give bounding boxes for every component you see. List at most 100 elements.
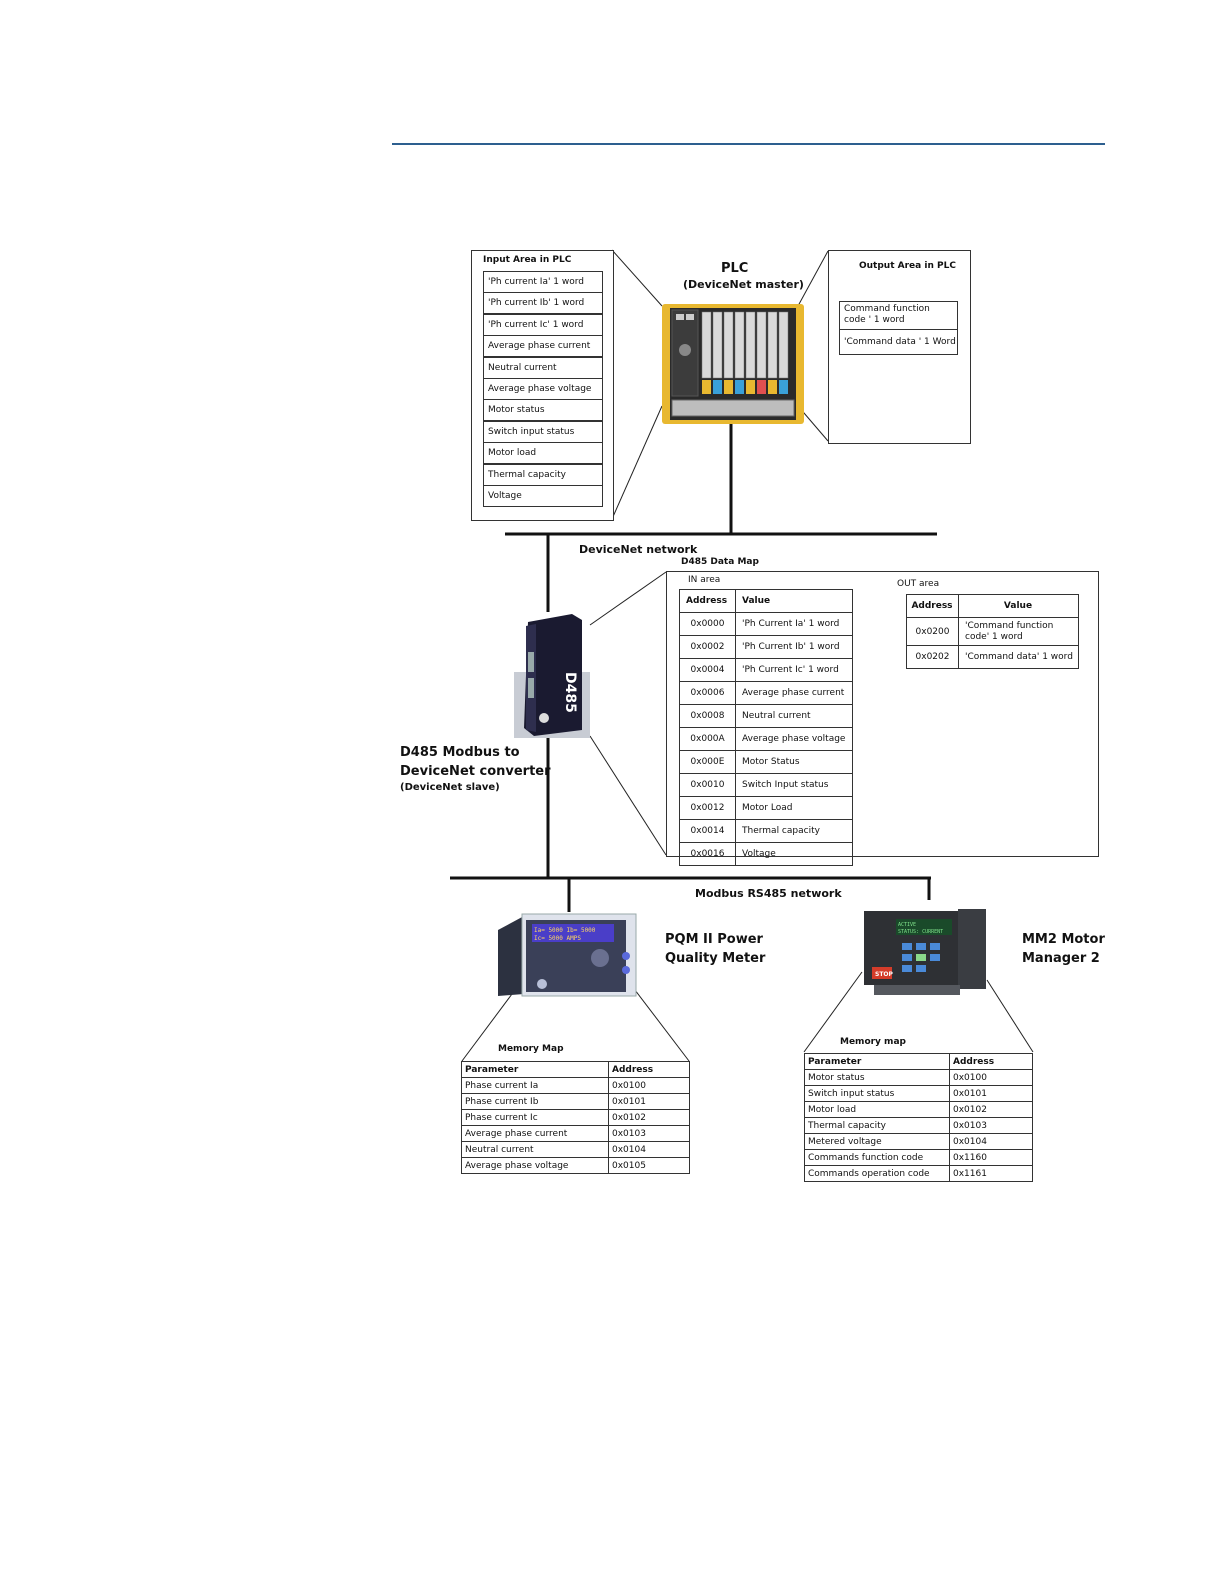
mm2-parameter-cell: Motor load: [804, 1101, 950, 1118]
d485-in-table: Address Value 0x0000'Ph Current Ia' 1 wo…: [679, 589, 853, 866]
mm2-parameter-cell: Switch input status: [804, 1085, 950, 1102]
mm2-device-image: ACTIVE STATUS: CURRENT STOP: [862, 907, 988, 999]
d485-title-line2: DeviceNet converter: [400, 764, 551, 779]
d485-data-map-title: D485 Data Map: [681, 557, 759, 567]
d485-out-header-address: Address: [906, 594, 959, 618]
d485-out-header-value: Value: [958, 594, 1079, 618]
plc-input-row: 'Ph current Ia' 1 word: [483, 271, 603, 293]
d485-in-value: 'Ph Current Ia' 1 word: [735, 612, 853, 636]
pqm-device-image: Ia= 5000 Ib= 5000 Ic= 5000 AMPS: [492, 912, 638, 1000]
d485-in-value: Motor Load: [735, 796, 853, 820]
mm2-address-cell: 0x0102: [949, 1101, 1033, 1118]
plc-subtitle: (DeviceNet master): [683, 278, 804, 291]
plc-input-area-title: Input Area in PLC: [483, 255, 572, 265]
d485-in-address: 0x0002: [679, 635, 736, 659]
mm2-address-cell: 0x1161: [949, 1165, 1033, 1182]
d485-in-address: 0x0016: [679, 842, 736, 866]
d485-in-address: 0x0014: [679, 819, 736, 843]
mm2-address-cell: 0x1160: [949, 1149, 1033, 1166]
plc-title: PLC: [721, 261, 749, 276]
svg-text:Ic= 5000 AMPS: Ic= 5000 AMPS: [534, 935, 581, 942]
mm2-address-cell: 0x0100: [949, 1069, 1033, 1086]
pqm-address-cell: 0x0104: [608, 1141, 690, 1158]
d485-in-area-label: IN area: [688, 575, 721, 585]
pqm-memory-map-title: Memory Map: [498, 1044, 564, 1054]
d485-in-header-address: Address: [679, 589, 736, 613]
d485-out-area-label: OUT area: [897, 579, 940, 589]
d485-out-row: 0x0202 'Command data' 1 word: [906, 645, 1079, 669]
plc-output-row1-line2: code ' 1 word: [844, 315, 905, 325]
pqm-parameter-cell: Neutral current: [461, 1141, 609, 1158]
d485-in-value: 'Ph Current Ib' 1 word: [735, 635, 853, 659]
mm2-parameter-cell: Metered voltage: [804, 1133, 950, 1150]
d485-in-row: 0x0000'Ph Current Ia' 1 word: [679, 612, 853, 636]
plc-rack-image: [662, 304, 804, 424]
d485-in-address: 0x0008: [679, 704, 736, 728]
svg-text:Ia= 5000 Ib= 5000: Ia= 5000 Ib= 5000: [534, 927, 596, 934]
d485-device-text: D485: [562, 672, 578, 713]
d485-out-value: 'Command data' 1 word: [958, 645, 1079, 669]
d485-out-address: 0x0202: [906, 645, 959, 669]
plc-output-area: Output Area in PLC: [828, 250, 971, 444]
d485-in-value: 'Ph Current Ic' 1 word: [735, 658, 853, 682]
mm2-memory-map-title: Memory map: [840, 1037, 906, 1047]
d485-in-address: 0x0012: [679, 796, 736, 820]
plc-input-row: 'Ph current Ic' 1 word: [483, 313, 603, 336]
d485-in-value: Switch Input status: [735, 773, 853, 797]
d485-in-address: 0x0000: [679, 612, 736, 636]
mm2-parameter-cell: Motor status: [804, 1069, 950, 1086]
mm2-title-line2: Manager 2: [1022, 951, 1100, 966]
devicenet-network-label: DeviceNet network: [579, 543, 698, 556]
d485-in-value: Motor Status: [735, 750, 853, 774]
plc-input-row: Voltage: [483, 485, 603, 507]
pqm-title-line1: PQM II Power: [665, 932, 763, 947]
d485-out-value-line1: 'Command data' 1 word: [965, 651, 1073, 662]
d485-in-header-value: Value: [735, 589, 853, 613]
d485-in-address: 0x0010: [679, 773, 736, 797]
pqm-address-cell: 0x0102: [608, 1109, 690, 1126]
pqm-address-cell: 0x0100: [608, 1077, 690, 1094]
header-rule: [392, 143, 1105, 145]
pqm-parameter-cell: Average phase voltage: [461, 1157, 609, 1174]
svg-text:STATUS: CURRENT: STATUS: CURRENT: [898, 929, 943, 935]
pqm-address-cell: 0x0103: [608, 1125, 690, 1142]
d485-in-row: 0x0002'Ph Current Ib' 1 word: [679, 635, 853, 659]
d485-in-address: 0x000A: [679, 727, 736, 751]
d485-in-value: Neutral current: [735, 704, 853, 728]
pqm-address-cell: 0x0101: [608, 1093, 690, 1110]
d485-in-value: Voltage: [735, 842, 853, 866]
mm2-address-cell: 0x0101: [949, 1085, 1033, 1102]
plc-input-area: Input Area in PLC: [471, 250, 614, 521]
plc-input-row: Motor status: [483, 399, 603, 422]
plc-input-row: Neutral current: [483, 356, 603, 379]
mm2-parameter-cell: Thermal capacity: [804, 1117, 950, 1134]
mm2-title-line1: MM2 Motor: [1022, 932, 1105, 947]
pqm-parameter-cell: Phase current Ib: [461, 1093, 609, 1110]
d485-in-value: Average phase voltage: [735, 727, 853, 751]
d485-out-value-line2: code' 1 word: [965, 631, 1023, 642]
pqm-parameter-cell: Phase current Ia: [461, 1077, 609, 1094]
